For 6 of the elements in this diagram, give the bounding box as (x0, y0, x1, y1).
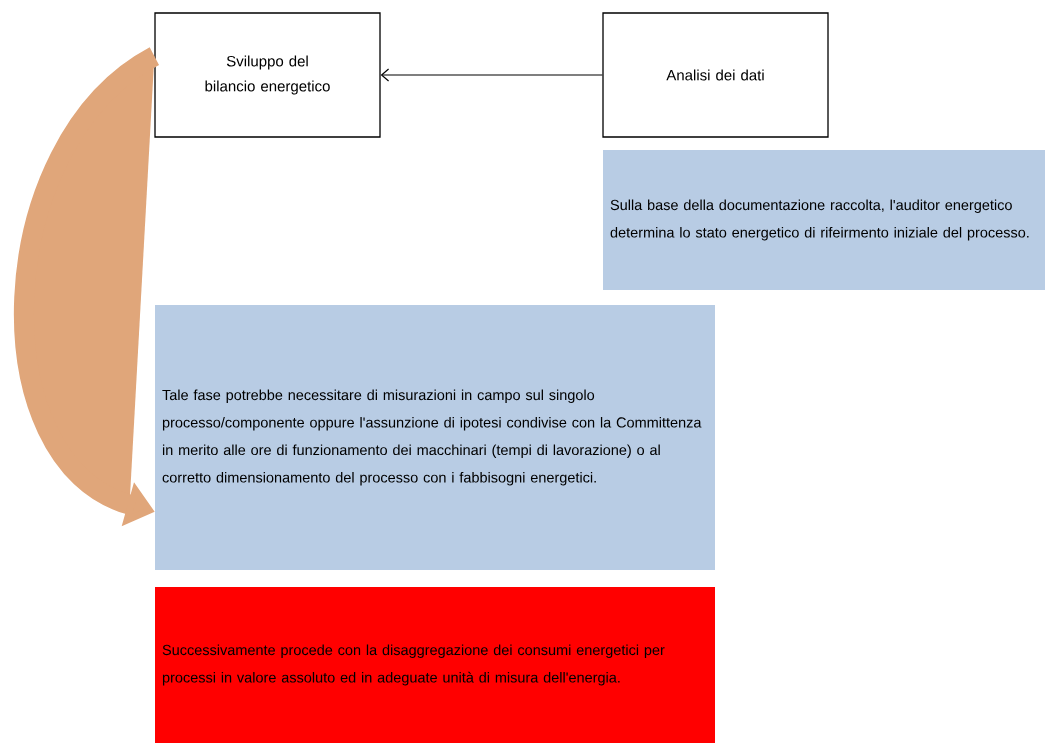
note-box: Sulla base della documentazione raccolta, l'auditor energetico determina lo stato energetico di rifeirmento iniziale del processo. (603, 150, 1045, 290)
note-box: Tale fase potrebbe necessitare di misurazioni in campo sul singolo processo/componente oppure l'assunzione di ipotesi condivise con la Committenza in merito alle ore di funzionamento dei macchinari (tempi di lavorazione) o al corretto dimensionamento del processo con i fabbisogni energetici. (155, 305, 715, 570)
note-box: Successivamente procede con la disaggregazione dei consumi energetici per processi in valore assoluto ed in adeguate unità di misura dell'energia. (155, 587, 715, 743)
arrow (380, 68, 603, 82)
process-box: Sviluppo del bilancio energetico (154, 12, 381, 138)
process-box: Analisi dei dati (602, 12, 829, 138)
